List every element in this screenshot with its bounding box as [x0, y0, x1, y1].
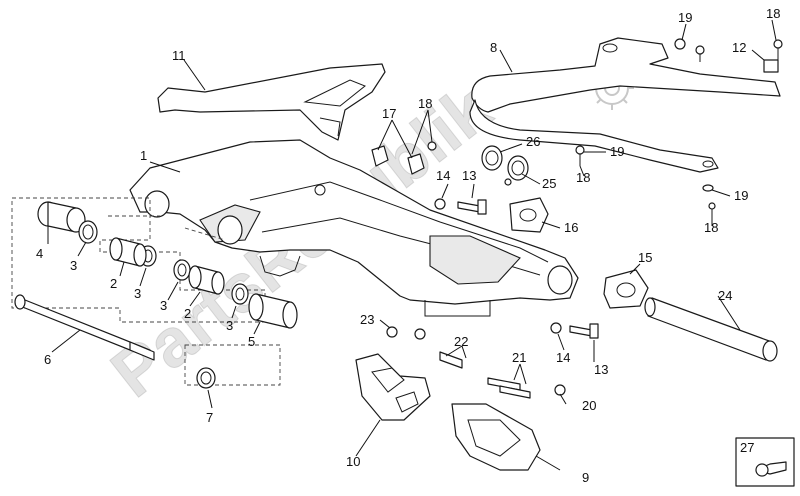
callout-22: 22	[454, 334, 468, 349]
part-bolts	[371, 38, 783, 399]
callout-24: 24	[718, 288, 732, 303]
callout-19: 19	[610, 144, 624, 159]
part-27-inset	[735, 437, 795, 487]
callout-14: 14	[556, 350, 570, 365]
callout-19: 19	[734, 188, 748, 203]
callout-8: 8	[490, 40, 497, 55]
part-bearing	[109, 237, 225, 295]
part-tube	[644, 297, 778, 362]
callout-12: 12	[732, 40, 746, 55]
callout-14: 14	[436, 168, 450, 183]
callout-2: 2	[184, 306, 191, 321]
dashed-assembly-outline	[11, 197, 281, 386]
callout-21: 21	[512, 350, 526, 365]
callout-18: 18	[704, 220, 718, 235]
callout-10: 10	[346, 454, 360, 469]
callout-20: 20	[582, 398, 596, 413]
callout-4: 4	[36, 246, 43, 261]
callout-9: 9	[582, 470, 589, 485]
part-chain-guide	[355, 353, 541, 471]
part-spacer-ring	[78, 220, 249, 305]
callout-3: 3	[160, 298, 167, 313]
callout-3: 3	[70, 258, 77, 273]
callout-6: 6	[44, 352, 51, 367]
callout-7: 7	[206, 410, 213, 425]
callout-11: 11	[172, 48, 186, 63]
callout-labels: 1 4 3 2 3 3 2 3 5 6 7 8 9 10 11 12 13 13…	[36, 6, 780, 485]
part-seal-ring	[481, 145, 529, 181]
part-bushing-4	[37, 201, 86, 233]
callout-13: 13	[462, 168, 476, 183]
callout-5: 5	[248, 334, 255, 349]
callout-3: 3	[134, 286, 141, 301]
callout-1: 1	[140, 148, 147, 163]
callout-25: 25	[542, 176, 556, 191]
callout-27: 27	[740, 440, 754, 455]
callout-16: 16	[564, 220, 578, 235]
callout-leaders	[47, 19, 777, 471]
callout-3: 3	[226, 318, 233, 333]
callout-17: 17	[382, 106, 396, 121]
callout-15: 15	[638, 250, 652, 265]
part-chain-slider	[469, 37, 781, 173]
callout-19: 19	[678, 10, 692, 25]
part-bushing-5	[248, 293, 298, 329]
callout-18: 18	[766, 6, 780, 21]
part-swingarm	[129, 139, 579, 317]
part-chain-guard	[157, 63, 386, 141]
part-adjuster-block	[509, 197, 649, 309]
callout-2: 2	[110, 276, 117, 291]
callout-13: 13	[594, 362, 608, 377]
part-pivot-axle	[14, 294, 155, 361]
callout-26: 26	[526, 134, 540, 149]
callout-23: 23	[360, 312, 374, 327]
callout-18: 18	[418, 96, 432, 111]
part-spacer-7	[196, 367, 216, 389]
callout-18: 18	[576, 170, 590, 185]
